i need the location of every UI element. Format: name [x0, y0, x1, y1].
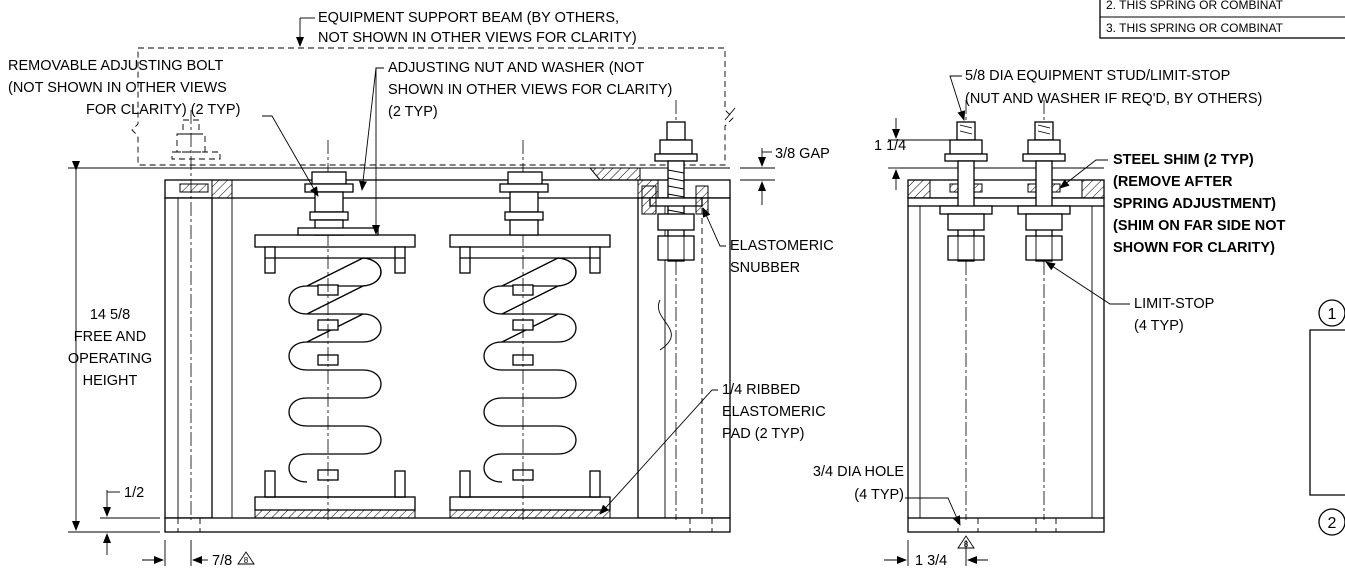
- label-dim-half: 1/2: [124, 485, 144, 501]
- side-stud-left: [939, 100, 993, 520]
- ribbed-pad-right: [449, 509, 611, 519]
- callout-1-text: 1: [1328, 306, 1337, 323]
- svg-text:8: 8: [244, 556, 249, 565]
- svg-text:8: 8: [964, 540, 969, 549]
- side-dimensions: [884, 118, 988, 566]
- label-height-2: FREE AND: [74, 329, 147, 345]
- front-elevation-view: EQUIPMENT SUPPORT BEAM (BY OTHERS, NOT S…: [8, 10, 834, 569]
- callout-bubble-1: [1318, 299, 1345, 327]
- label-pad-1: 1/4 RIBBED: [722, 382, 800, 398]
- label-dim-seven-eighths: 7/8: [212, 553, 232, 569]
- callout-bubble-2: [1318, 508, 1345, 536]
- label-height-1: 14 5/8: [90, 307, 130, 323]
- label-nut-2: SHOWN IN OTHER VIEWS FOR CLARITY): [388, 82, 672, 98]
- label-hole-1: 3/4 DIA HOLE: [813, 464, 904, 480]
- spring-right: [449, 140, 611, 520]
- label-beam-2: NOT SHOWN IN OTHER VIEWS FOR CLARITY): [318, 30, 637, 46]
- spring-left: [254, 140, 416, 520]
- revision-triangle-front: 8: [237, 551, 255, 565]
- left-side-wall: [164, 197, 213, 519]
- callout-2-text: 2: [1328, 515, 1337, 532]
- label-shim-3: SPRING ADJUSTMENT): [1113, 196, 1276, 212]
- label-gap: 3/8 GAP: [775, 146, 830, 162]
- equipment-stud-front: [641, 100, 709, 520]
- label-nut-1: ADJUSTING NUT AND WASHER (NOT: [388, 60, 644, 76]
- label-bolt-3: FOR CLARITY) (2 TYP): [86, 102, 240, 118]
- label-dim-one-quarter: 1 1/4: [874, 138, 906, 154]
- label-limit-1: LIMIT-STOP: [1134, 296, 1214, 312]
- label-height-3: OPERATING: [68, 351, 152, 367]
- label-shim-1: STEEL SHIM (2 TYP): [1113, 152, 1254, 168]
- label-hole-2: (4 TYP): [854, 487, 904, 503]
- label-bolt-2: (NOT SHOWN IN OTHER VIEWS: [8, 80, 227, 96]
- side-stud-right: [1017, 100, 1071, 520]
- label-stud-2: (NUT AND WASHER IF REQ'D, BY OTHERS): [965, 91, 1262, 107]
- adjusting-bolt: [171, 110, 221, 520]
- note-3: 3. THIS SPRING OR COMBINAT: [1106, 21, 1284, 35]
- side-base-plate: [907, 517, 1105, 533]
- label-bolt-1: REMOVABLE ADJUSTING BOLT: [8, 58, 224, 74]
- label-stud-1: 5/8 DIA EQUIPMENT STUD/LIMIT-STOP: [965, 68, 1230, 84]
- label-shim-2: (REMOVE AFTER: [1113, 174, 1233, 190]
- front-leaders: [262, 17, 736, 515]
- label-shim-5: SHOWN FOR CLARITY): [1113, 240, 1275, 256]
- revision-triangle-side: 8: [957, 535, 975, 549]
- label-beam-1: EQUIPMENT SUPPORT BEAM (BY OTHERS,: [318, 10, 619, 26]
- support-beam: [131, 47, 734, 166]
- note-2: 2. THIS SPRING OR COMBINAT: [1106, 0, 1284, 12]
- front-dimensions: [68, 148, 775, 566]
- right-edge-detail: 1 2: [1309, 299, 1345, 536]
- notes-box: 2. THIS SPRING OR COMBINAT 3. THIS SPRIN…: [1099, 0, 1345, 39]
- label-shim-4: (SHIM ON FAR SIDE NOT: [1113, 218, 1286, 234]
- ribbed-pad-left: [254, 509, 416, 519]
- side-top-plate: [907, 179, 1105, 199]
- label-nut-3: (2 TYP): [388, 104, 438, 120]
- label-pad-3: PAD (2 TYP): [722, 426, 804, 442]
- elastomeric-snubber: [641, 185, 657, 215]
- label-height-4: HEIGHT: [83, 373, 138, 389]
- label-snubber-1: ELASTOMERIC: [730, 238, 834, 254]
- label-snubber-2: SNUBBER: [730, 260, 800, 276]
- side-leaders: [905, 75, 1130, 526]
- label-limit-2: (4 TYP): [1134, 318, 1184, 334]
- label-dim-one-three-quarters: 1 3/4: [915, 553, 947, 569]
- label-pad-2: ELASTOMERIC: [722, 404, 826, 420]
- side-elevation-view: 5/8 DIA EQUIPMENT STUD/LIMIT-STOP (NUT A…: [813, 68, 1286, 569]
- base-plate: [164, 517, 731, 533]
